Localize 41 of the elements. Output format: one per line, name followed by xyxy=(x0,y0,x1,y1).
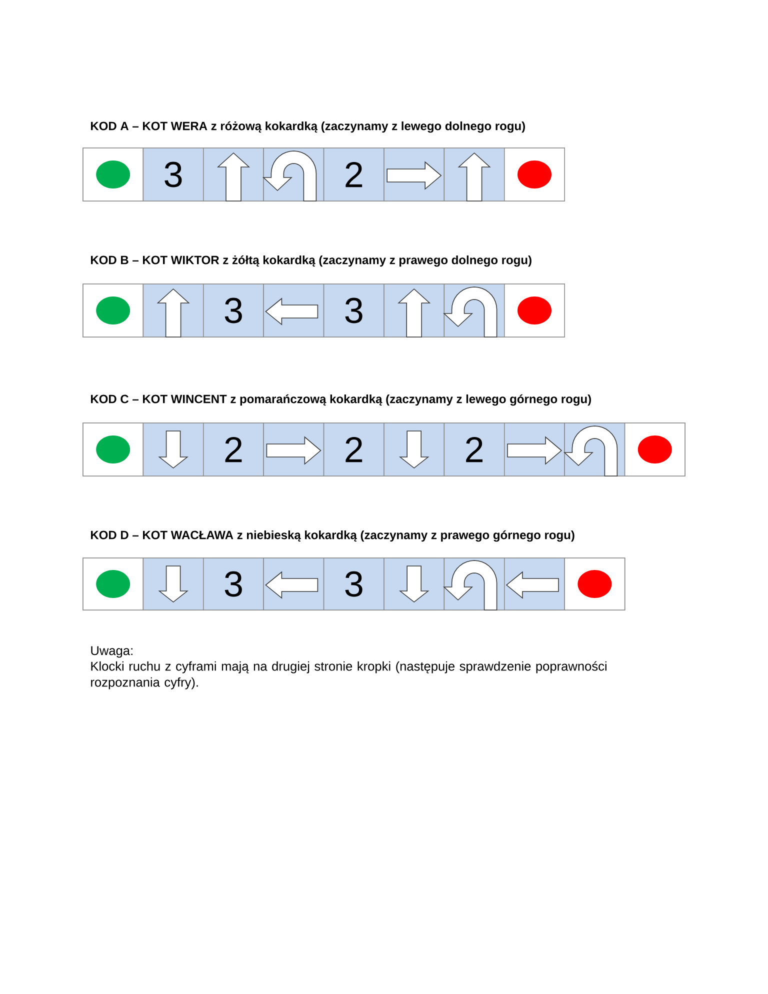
number-tile: 3 xyxy=(323,284,384,338)
up-arrow-icon xyxy=(458,152,491,202)
number-tile: 3 xyxy=(323,558,384,610)
number-tile: 2 xyxy=(203,422,264,476)
number-tile: 3 xyxy=(203,284,264,338)
right-arrow-icon xyxy=(266,436,322,465)
down-arrow-icon xyxy=(158,430,188,469)
dot xyxy=(638,436,672,464)
dot xyxy=(518,160,552,188)
number-tile: 3 xyxy=(142,148,204,202)
dot xyxy=(96,436,130,464)
number-tile: 2 xyxy=(323,148,384,202)
dot xyxy=(96,570,130,598)
u-turn-arrow-icon xyxy=(262,150,317,202)
number-tile: 2 xyxy=(323,422,384,476)
note-text: Klocki ruchu z cyframi mają na drugiej stronie kropki (następuje sprawdzenie poprawności rozpoznania cyfry). xyxy=(91,661,606,690)
code-heading: KOD D – KOT WACŁAWA z niebieską kokardką (zaczynamy z prawego górnego rogu) xyxy=(91,530,574,542)
down-arrow-icon xyxy=(398,430,430,469)
u-turn-arrow-icon xyxy=(443,560,498,610)
right-arrow-icon xyxy=(386,161,442,190)
right-arrow-icon xyxy=(507,436,562,465)
left-arrow-icon xyxy=(265,298,318,326)
note-heading: Uwaga: xyxy=(91,646,132,658)
code-heading: KOD C – KOT WINCENT z pomarańczową kokardką (zaczynamy z lewego górnego rogu) xyxy=(91,394,591,406)
dot xyxy=(96,160,130,188)
u-turn-arrow-icon xyxy=(563,426,618,476)
number-tile: 3 xyxy=(203,558,264,610)
code-heading: KOD B – KOT WIKTOR z żółtą kokardką (zaczynamy z prawego dolnego rogu) xyxy=(91,255,532,267)
down-arrow-icon xyxy=(398,566,430,603)
dot xyxy=(578,570,612,598)
u-turn-arrow-icon xyxy=(443,286,498,338)
up-arrow-icon xyxy=(216,152,250,202)
number-tile: 2 xyxy=(444,422,505,476)
code-heading: KOD A – KOT WERA z różową kokardką (zaczynamy z lewego dolnego rogu) xyxy=(91,121,525,133)
up-arrow-icon xyxy=(156,288,190,338)
dot xyxy=(96,296,130,324)
dot xyxy=(518,296,552,324)
left-arrow-icon xyxy=(506,571,559,599)
up-arrow-icon xyxy=(398,288,431,338)
left-arrow-icon xyxy=(265,571,318,599)
down-arrow-icon xyxy=(158,566,188,603)
